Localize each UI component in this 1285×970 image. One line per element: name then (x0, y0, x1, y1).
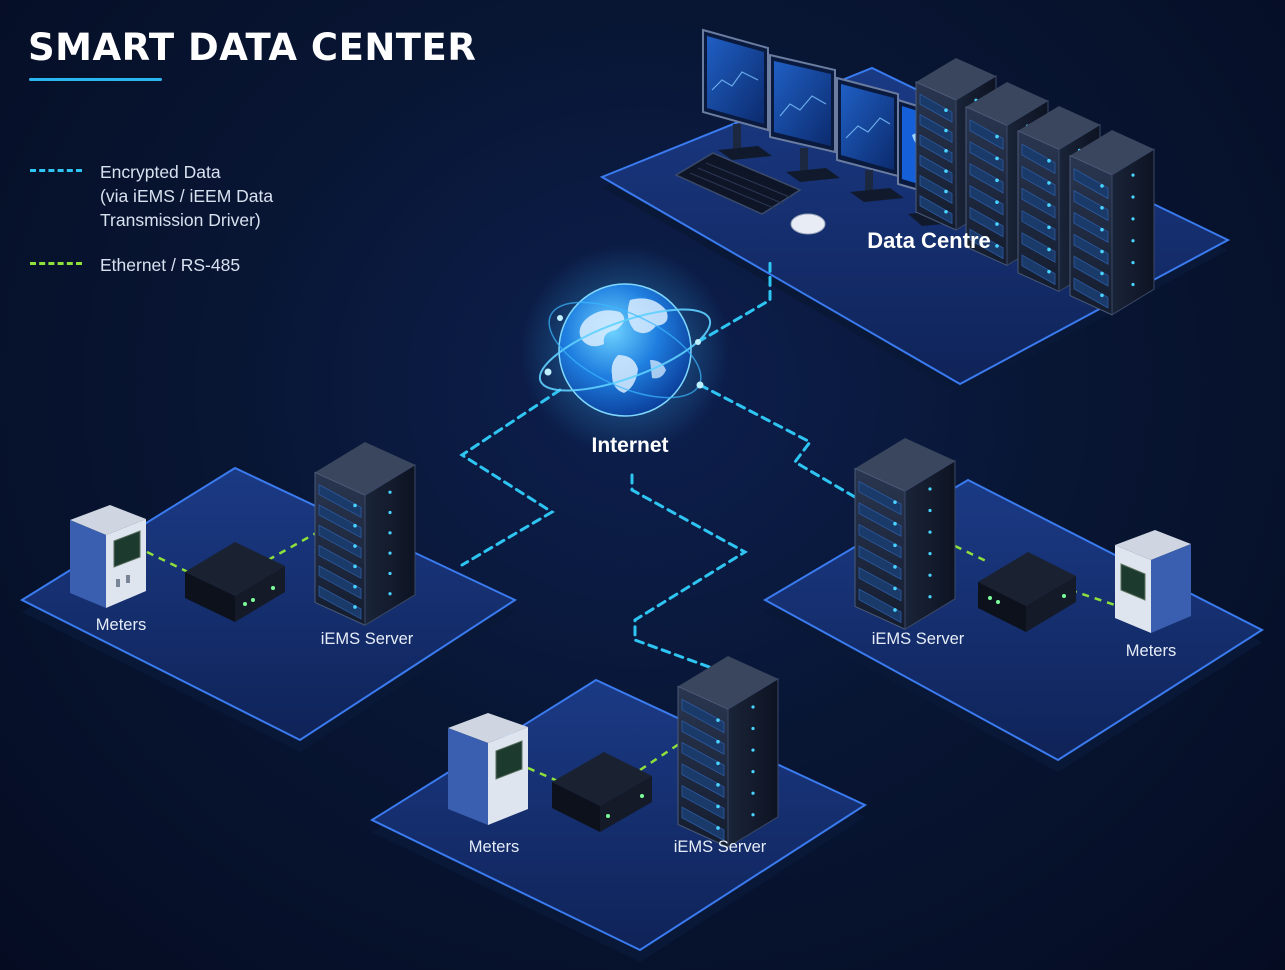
site-bottom-server-label: iEMS Server (673, 838, 767, 856)
legend-item-ethernet: Ethernet / RS-485 (30, 253, 240, 277)
gateway-device-icon (552, 752, 652, 832)
site-left-meters-label: Meters (95, 616, 147, 634)
iems-server-icon (314, 442, 416, 627)
keyboard-icon (674, 152, 802, 215)
internet-globe-icon (520, 245, 730, 455)
legend-item-encrypted: Encrypted Data (via iEMS / iEEM Data Tra… (30, 160, 273, 232)
title-underline (29, 78, 162, 81)
dashed-line-green-icon (30, 262, 82, 265)
gateway-device-icon (978, 552, 1076, 632)
meter-device-icon (448, 713, 528, 825)
link-internet-to-site-right (698, 383, 862, 502)
gateway-device-icon (185, 542, 285, 622)
server-tower-icon (854, 438, 956, 631)
meter-device-icon (70, 505, 146, 608)
mouse-icon (790, 213, 826, 235)
site-right-meters-label: Meters (1125, 642, 1177, 660)
meter-device-icon (1115, 530, 1191, 633)
monitor-icon (769, 53, 840, 182)
internet-label: Internet (591, 434, 669, 457)
legend-label-ethernet: Ethernet / RS-485 (100, 255, 241, 275)
data-centre-label: Data Centre (867, 228, 991, 253)
iems-server-icon (854, 438, 956, 631)
server-rack-group (915, 58, 1155, 316)
monitor-icon (702, 28, 772, 160)
site-left-server-label: iEMS Server (320, 630, 414, 648)
link-internet-to-site-bottom (630, 473, 748, 670)
link-internet-to-site-left (459, 388, 562, 567)
platform-site-right (762, 478, 1265, 772)
server-tower-icon (314, 442, 416, 627)
iems-server-icon (677, 656, 779, 849)
dashed-line-cyan-icon (30, 169, 82, 172)
server-tower-icon (1069, 130, 1155, 316)
page-title: SMART DATA CENTER (28, 26, 477, 69)
legend-label-encrypted: Encrypted Data (via iEMS / iEEM Data Tra… (100, 162, 274, 230)
site-bottom-meters-label: Meters (468, 838, 520, 856)
site-right-server-label: iEMS Server (871, 630, 965, 648)
server-tower-icon (677, 656, 779, 849)
